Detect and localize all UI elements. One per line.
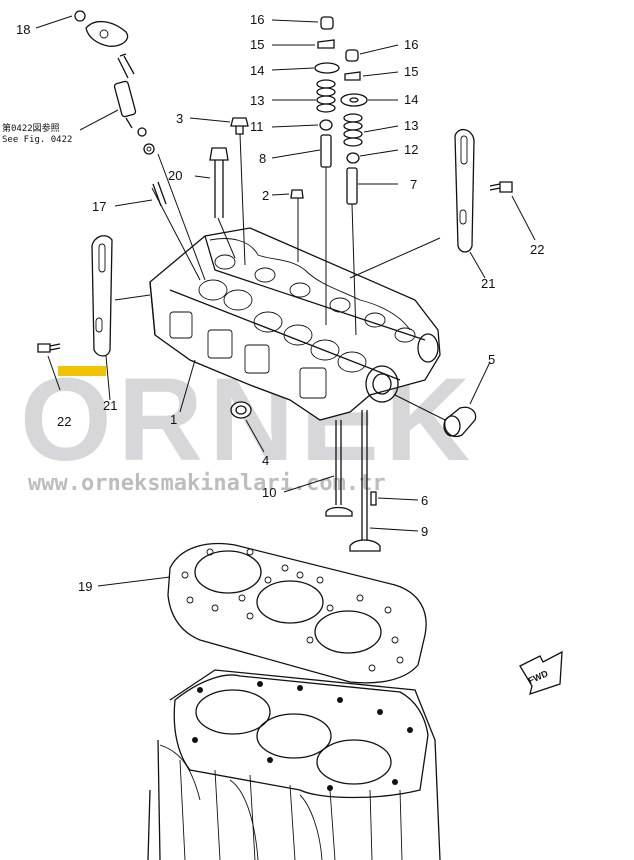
bracket-21-right [454,129,475,253]
callout-15: 15 [250,37,264,52]
watermark-accent-bar [58,366,106,376]
reference-note-en: See Fig. 0422 [2,135,72,145]
callout-13: 13 [250,93,264,108]
callout-20: 20 [168,168,182,183]
callout-8: 8 [259,151,266,166]
callout-7: 7 [410,177,417,192]
keeper-6 [370,491,377,506]
callout-5: 5 [488,352,495,367]
bolt-2 [290,189,304,199]
callout-11: 11 [250,119,264,134]
callout-3: 3 [176,111,183,126]
callout-19: 19 [78,579,92,594]
bolt-22-left [37,343,61,353]
callout-22: 22 [530,242,544,257]
callout-16: 16 [404,37,418,52]
intake-valve-9 [349,410,381,552]
valve-train-left [314,16,340,168]
callout-18: 18 [16,22,30,37]
callout-17: 17 [92,199,106,214]
seal-4 [230,401,252,419]
valve-train-right [340,49,368,205]
bolt-3 [230,117,249,135]
callout-16: 16 [250,12,264,27]
callout-14: 14 [250,63,264,78]
bracket-21-left [91,235,113,357]
callout-2: 2 [262,188,269,203]
seal-5 [443,406,477,438]
head-gasket [167,542,427,684]
callout-13: 13 [404,118,418,133]
callout-21: 21 [103,398,117,413]
callout-1: 1 [170,412,177,427]
injector-assembly [74,10,155,155]
callout-labels: 18 16 15 16 14 15 13 14 3 11 13 8 12 20 … [16,12,544,594]
head-bolt-20 [209,147,229,218]
callout-6: 6 [421,493,428,508]
callout-21: 21 [481,276,495,291]
callout-15: 15 [404,64,418,79]
callout-22: 22 [57,414,71,429]
callout-14: 14 [404,92,418,107]
callout-10: 10 [262,485,276,500]
callout-4: 4 [262,453,269,468]
callout-12: 12 [404,142,418,157]
reference-note-jp: 第0422図参照 [2,122,60,134]
leader-lines [35,15,536,587]
cylinder-block [147,669,441,860]
bolt-22-right [489,181,513,193]
exhaust-valve-10 [325,420,353,517]
cylinder-head [149,227,441,421]
watermark-url: www.orneksmakinalari.com.tr [28,471,386,496]
forward-direction-icon: FWD [519,650,563,695]
callout-9: 9 [421,524,428,539]
